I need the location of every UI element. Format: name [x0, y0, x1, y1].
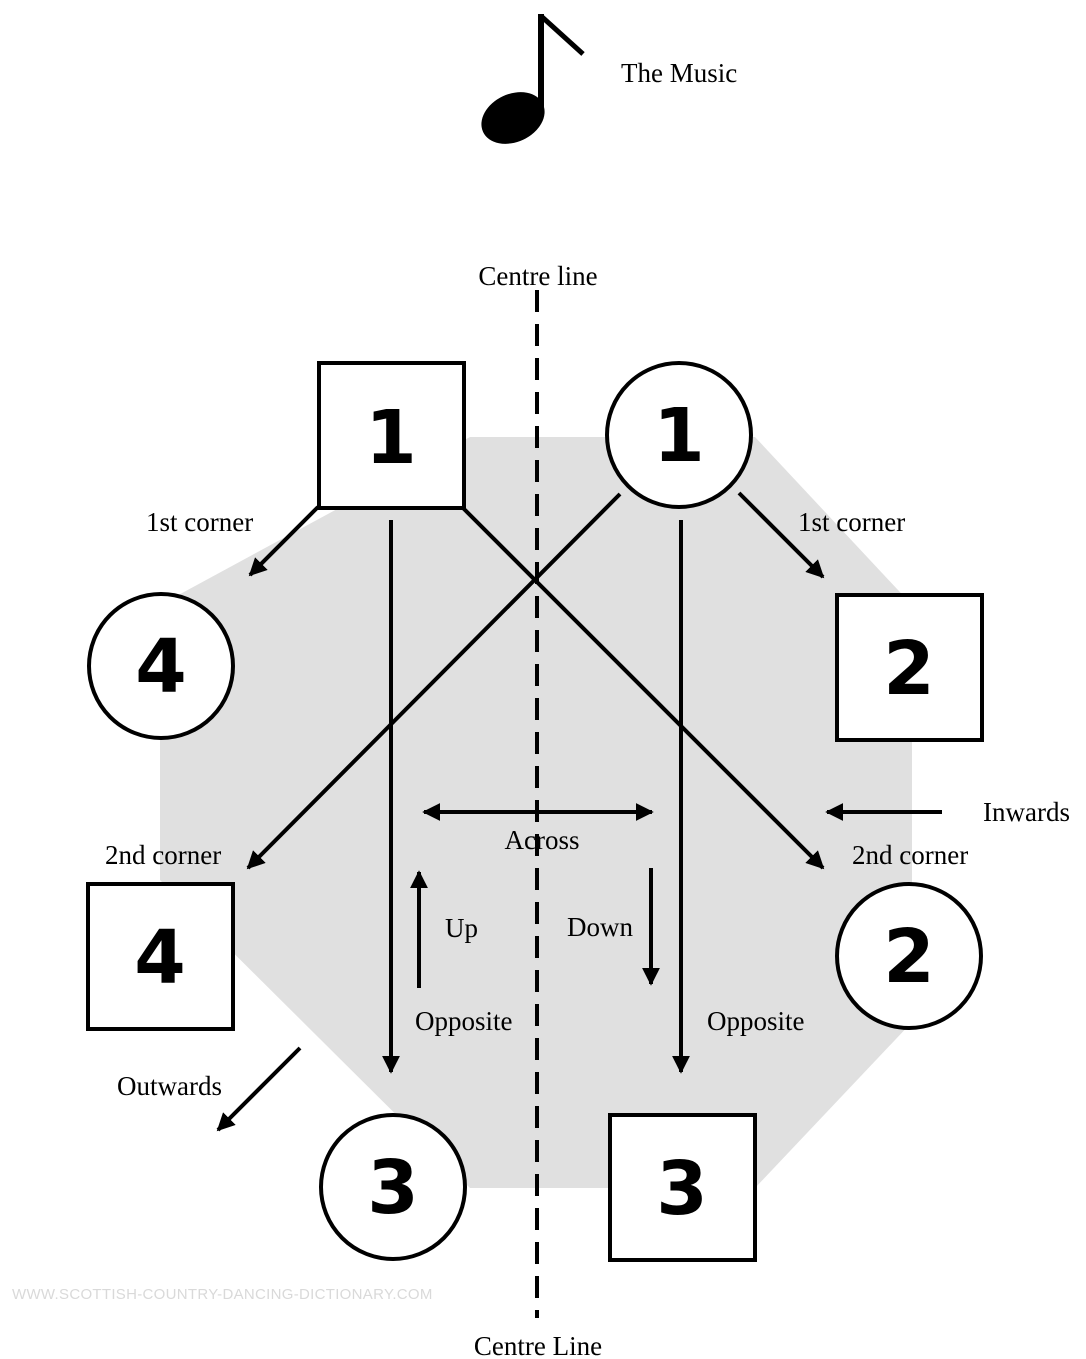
watermark: WWW.SCOTTISH-COUNTRY-DANCING-DICTIONARY.… — [12, 1286, 433, 1303]
up-label: Up — [445, 913, 478, 943]
man-4-square: 4 — [86, 882, 235, 1031]
first-corner-right-label: 1st corner — [798, 507, 905, 537]
woman-4-circle: 4 — [87, 592, 235, 740]
across-label: Across — [505, 825, 580, 855]
arrow-outwards — [216, 1046, 302, 1132]
opposite-right-label: Opposite — [707, 1006, 805, 1036]
arrow-man1-to-2nd-corner — [461, 506, 825, 870]
woman-1-number: 1 — [653, 393, 705, 479]
man-3-square: 3 — [608, 1113, 757, 1262]
woman-1-circle: 1 — [605, 361, 753, 509]
man-1-number: 1 — [365, 395, 417, 481]
man-2-number: 2 — [883, 626, 935, 712]
arrow-woman1-to-2nd-corner — [246, 492, 622, 870]
eighth-note-icon — [481, 14, 585, 144]
man-2-square: 2 — [835, 593, 984, 742]
man-4-number: 4 — [134, 915, 186, 1001]
opposite-left-label: Opposite — [415, 1006, 513, 1036]
second-corner-right-label: 2nd corner — [852, 840, 968, 870]
outwards-label: Outwards — [117, 1071, 222, 1101]
man-3-number: 3 — [656, 1146, 708, 1232]
woman-3-number: 3 — [367, 1145, 419, 1231]
music-label: The Music — [621, 58, 737, 88]
arrow-woman1-to-1st-corner — [737, 491, 825, 579]
woman-4-number: 4 — [135, 624, 187, 710]
woman-2-number: 2 — [883, 914, 935, 1000]
down-label: Down — [567, 912, 633, 942]
centre-line-top-label: Centre line — [478, 261, 597, 291]
centre-line-bottom-label: Centre Line — [474, 1331, 602, 1359]
first-corner-left-label: 1st corner — [146, 507, 253, 537]
inwards-label: Inwards — [983, 797, 1070, 827]
man-1-square: 1 — [317, 361, 466, 510]
woman-3-circle: 3 — [319, 1113, 467, 1261]
woman-2-circle: 2 — [835, 882, 983, 1030]
arrow-man1-to-1st-corner — [248, 505, 320, 577]
second-corner-left-label: 2nd corner — [105, 840, 221, 870]
